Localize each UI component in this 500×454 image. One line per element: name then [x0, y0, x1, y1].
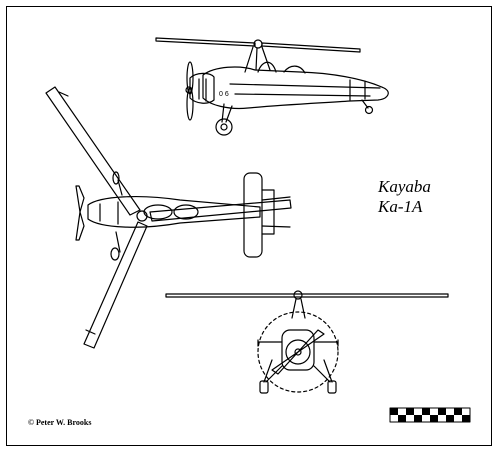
side-rotor-hub: [253, 39, 263, 49]
front-left-wheel: [259, 380, 269, 394]
front-right-wheel: [327, 380, 337, 394]
side-propeller-upper: [186, 61, 194, 95]
side-engine-cowling: [189, 72, 215, 104]
scale-bar: [389, 407, 471, 423]
front-fuselage: [281, 329, 315, 371]
svg-text:0 6: 0 6: [219, 91, 229, 98]
drawing-frame: [6, 6, 492, 446]
title-line-2: Ka-1A: [378, 197, 423, 216]
front-propeller-disc: [257, 311, 339, 393]
plan-rotor-blade-2: [83, 221, 148, 349]
side-tail-wheel: [364, 105, 374, 115]
side-rotor-blade-right: [261, 42, 361, 53]
front-propeller-blade-1: [297, 329, 325, 353]
side-propeller-lower: [186, 87, 194, 121]
plan-propeller-lower: [75, 211, 85, 241]
plan-view: [45, 86, 292, 349]
front-rotor-blades: [165, 293, 449, 298]
side-fuselage: [202, 66, 389, 110]
plan-rotor-blade-1: [45, 86, 141, 216]
front-propeller-blade-2: [271, 351, 299, 375]
side-rotor-blade-left: [155, 37, 256, 47]
side-main-wheel: [215, 118, 233, 136]
plan-tailplane: [243, 172, 263, 258]
plan-fuselage: [87, 195, 261, 228]
side-elevation: 0 6: [155, 37, 389, 136]
plan-propeller-upper: [75, 185, 85, 213]
title-line-1: Kayaba: [378, 177, 431, 196]
credit-text: © Peter W. Brooks: [28, 418, 92, 427]
front-view: [165, 290, 449, 394]
